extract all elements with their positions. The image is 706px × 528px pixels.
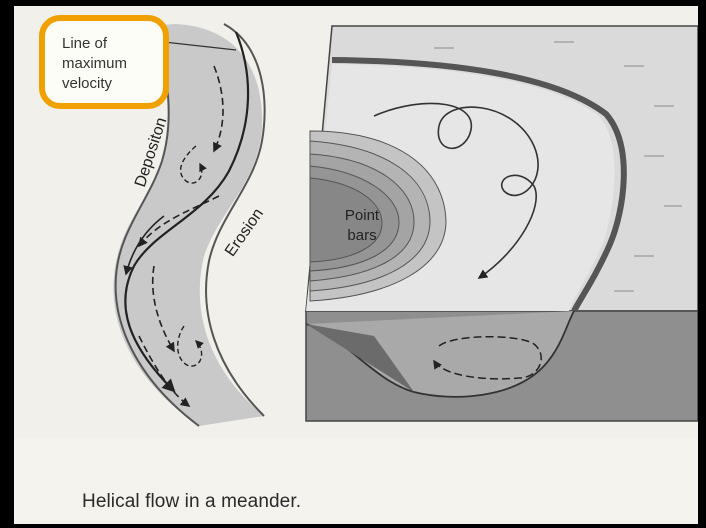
max-velocity-callout-text: Line of maximum velocity xyxy=(62,34,177,94)
point-bars-label-line-1: Point xyxy=(327,206,397,226)
callout-line-1: Line of xyxy=(62,34,177,54)
point-bars-label-line-2: bars xyxy=(327,226,397,246)
textbook-figure-page: Line of maximum velocity Depositon Erosi… xyxy=(14,6,698,524)
callout-line-2: maximum xyxy=(62,54,177,74)
figure-caption: Helical flow in a meander. xyxy=(82,491,301,513)
callout-line-3: velocity xyxy=(62,74,177,94)
point-bars-label: Point bars xyxy=(327,206,397,246)
